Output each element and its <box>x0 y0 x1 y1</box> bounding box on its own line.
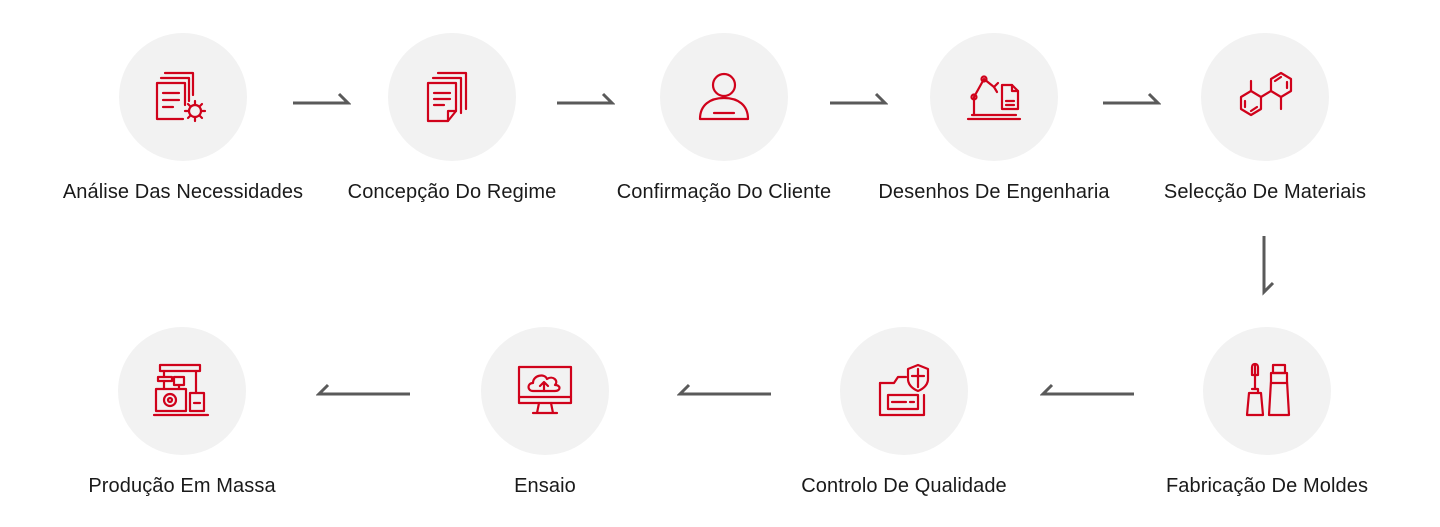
folder-shield-icon <box>878 363 930 417</box>
step-label: Ensaio <box>514 475 576 497</box>
arrow-right <box>557 92 615 105</box>
arrow-left <box>1040 383 1134 396</box>
step-controlo: Controlo De Qualidade <box>774 327 1034 498</box>
step-circle <box>481 327 609 455</box>
document-gear-icon <box>155 71 207 123</box>
arrow-left <box>677 383 771 396</box>
step-circle <box>930 33 1058 161</box>
step-label: Desenhos De Engenharia <box>878 181 1110 203</box>
step-circle <box>388 33 516 161</box>
arrow-left <box>316 383 410 396</box>
step-circle <box>118 327 246 455</box>
cosmetic-bottles-icon <box>1245 362 1291 417</box>
step-seleccao: Selecção De Materiais <box>1135 33 1395 204</box>
step-confirmacao: Confirmação Do Cliente <box>594 33 854 204</box>
step-label: Produção Em Massa <box>88 475 276 497</box>
step-circle <box>840 327 968 455</box>
step-ensaio: Ensaio <box>415 327 675 498</box>
step-circle <box>1201 33 1329 161</box>
arrow-down <box>1262 236 1275 296</box>
step-label: Controlo De Qualidade <box>801 475 1007 497</box>
step-circle <box>1203 327 1331 455</box>
arrow-right <box>830 92 888 105</box>
step-desenhos: Desenhos De Engenharia <box>864 33 1124 204</box>
step-label: Selecção De Materiais <box>1163 181 1367 203</box>
step-producao: Produção Em Massa <box>52 327 312 498</box>
machine-icon <box>152 363 210 417</box>
step-circle <box>660 33 788 161</box>
step-label: Fabricação De Moldes <box>1165 475 1369 497</box>
step-analise: Análise Das Necessidades <box>53 33 313 204</box>
robot-arm-icon <box>966 75 1022 121</box>
step-fabricacao: Fabricação De Moldes <box>1137 327 1397 498</box>
documents-icon <box>426 71 468 123</box>
step-label: Análise Das Necessidades <box>62 181 304 203</box>
arrow-right <box>1103 92 1161 105</box>
step-label: Concepção Do Regime <box>347 181 557 203</box>
arrow-right <box>293 92 351 105</box>
step-circle <box>119 33 247 161</box>
step-label: Confirmação Do Cliente <box>616 181 832 203</box>
monitor-cloud-icon <box>517 365 573 415</box>
step-concepcao: Concepção Do Regime <box>322 33 582 204</box>
user-icon <box>698 72 750 121</box>
molecule-icon <box>1239 71 1293 117</box>
